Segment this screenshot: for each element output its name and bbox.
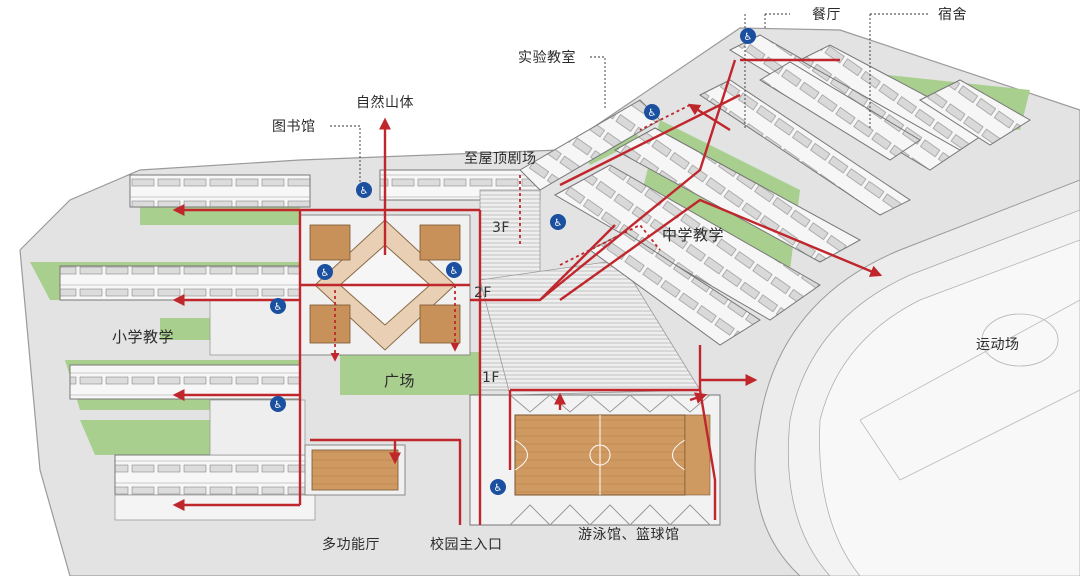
label-plaza: 广场 <box>384 372 416 390</box>
svg-text:♿: ♿ <box>360 186 369 197</box>
accessibility-icon: ♿ <box>446 262 462 278</box>
accessibility-icon: ♿ <box>490 479 506 495</box>
label-multi-hall: 多功能厅 <box>322 537 380 553</box>
middle-school-buildings <box>519 99 862 346</box>
svg-text:♿: ♿ <box>321 268 330 279</box>
accessibility-icon: ♿ <box>550 214 566 230</box>
accessibility-icons: ♿ ♿ ♿ ♿ ♿ ♿ ♿ ♿ ♿ <box>270 28 756 495</box>
label-library: 图书馆 <box>272 119 316 135</box>
svg-text:♿: ♿ <box>648 108 657 119</box>
dotted-routes <box>330 104 691 362</box>
label-canteen: 餐厅 <box>812 7 841 23</box>
label-floor-2f: 2F <box>474 285 492 301</box>
svg-text:♿: ♿ <box>450 266 459 277</box>
sports-field <box>754 179 1080 577</box>
label-nature-hill: 自然山体 <box>356 95 414 111</box>
svg-text:♿: ♿ <box>274 400 283 411</box>
svg-text:♿: ♿ <box>554 218 563 229</box>
leader-lines <box>330 13 930 190</box>
label-pool-gym: 游泳馆、篮球馆 <box>578 527 680 543</box>
multi-hall-building <box>304 444 406 496</box>
svg-text:♿: ♿ <box>744 32 753 43</box>
accessibility-icon: ♿ <box>270 396 286 412</box>
label-primary-school: 小学教学 <box>112 328 175 346</box>
accessibility-icon: ♿ <box>270 298 286 314</box>
label-roof-theater: 至屋顶剧场 <box>464 151 537 167</box>
svg-text:♿: ♿ <box>494 483 503 494</box>
label-floor-1f: 1F <box>482 370 500 386</box>
label-floor-3f: 3F <box>492 220 510 236</box>
label-lab: 实验教室 <box>518 50 576 66</box>
accessibility-icon: ♿ <box>740 28 756 44</box>
label-dormitory: 宿舍 <box>938 7 967 23</box>
accessibility-icon: ♿ <box>356 182 372 198</box>
accessibility-icon: ♿ <box>317 264 333 280</box>
circulation-routes <box>172 58 883 525</box>
label-sports-field: 运动场 <box>976 337 1020 353</box>
label-middle-school: 中学教学 <box>662 226 725 244</box>
gym-building <box>469 394 721 526</box>
svg-text:♿: ♿ <box>274 302 283 313</box>
accessibility-icon: ♿ <box>644 104 660 120</box>
dorm-canteen-buildings <box>699 34 1031 216</box>
label-main-entrance: 校园主入口 <box>430 537 503 553</box>
